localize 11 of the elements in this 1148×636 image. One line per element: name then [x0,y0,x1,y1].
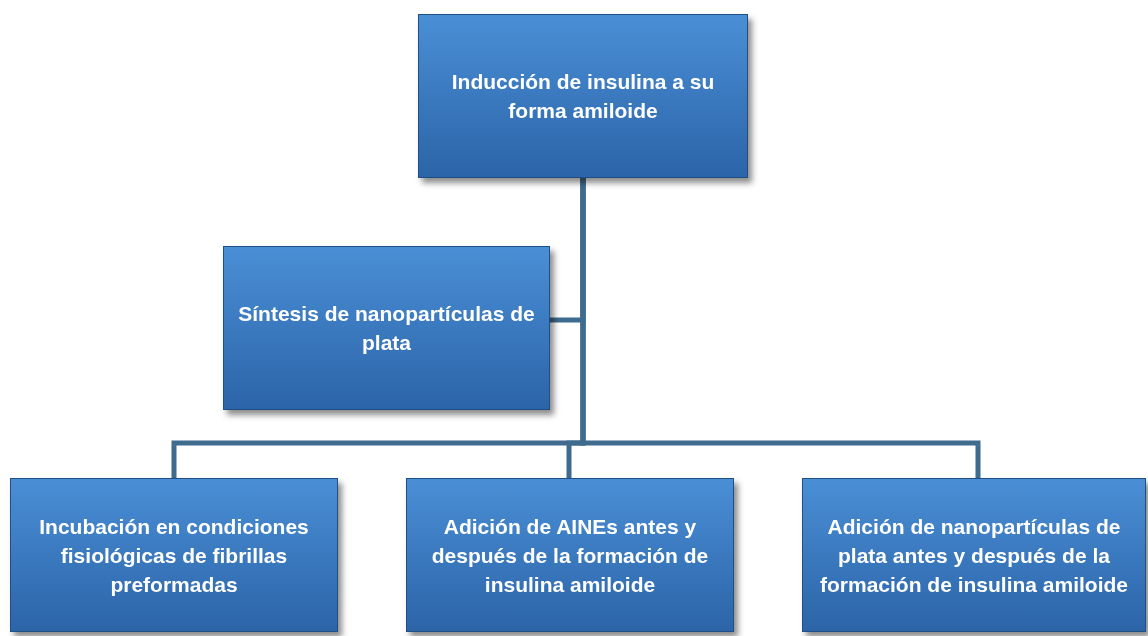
box-label: Síntesis de nanopartículas de plata [237,301,536,356]
process-box [418,14,748,178]
box-label: Inducción de insulina a su forma amiloide [450,69,716,124]
connector-line [580,178,981,478]
box-label: Adición de nanopartículas de plata antes y después de la formación de insulina amiloide [818,513,1130,598]
process-box [10,478,338,632]
process-box [406,478,734,632]
process-box [802,478,1146,632]
box-label: Incubación en condiciones fisiológicas de fibrillas preformadas [38,513,310,598]
process-box [223,246,550,410]
box-label: Adición de AINEs antes y después de la formación de insulina amiloide [430,513,710,598]
